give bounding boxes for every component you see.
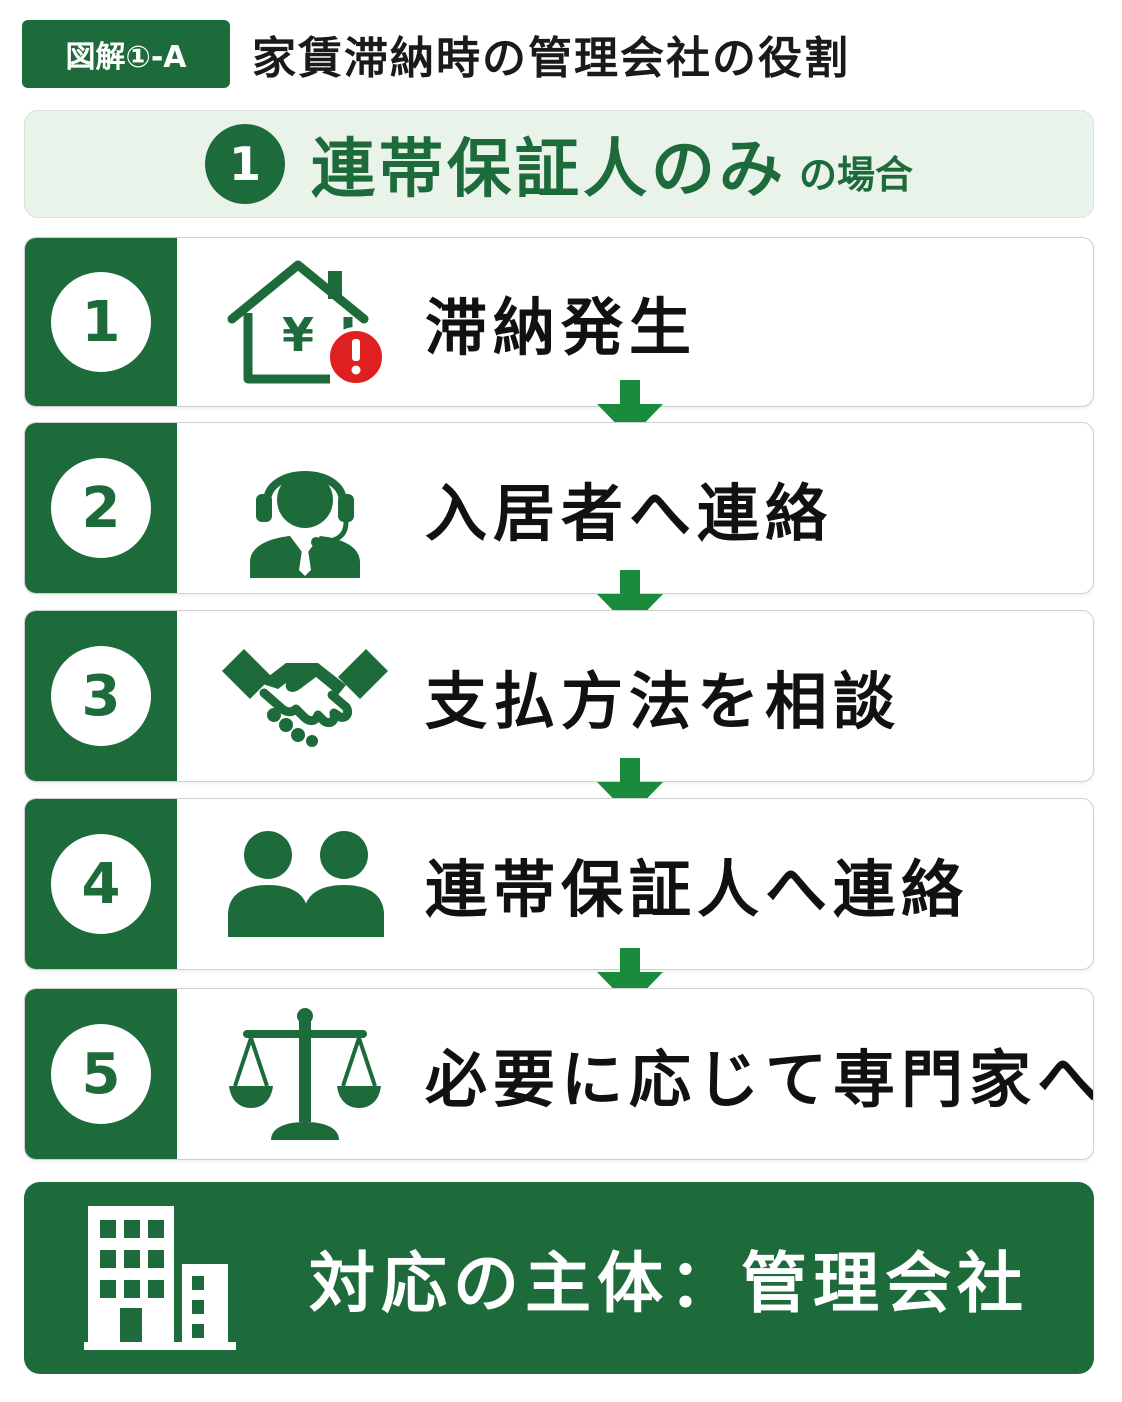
house-yen-alert-icon: ¥ [215,257,395,387]
step-5-label: 必要に応じて専門家へ [425,1043,1094,1116]
responsible-party-label: 対応の主体：管理会社 [309,1245,1029,1322]
step-2-number: 2 [51,458,151,558]
down-arrow-icon [597,380,663,438]
step-2-card: 2 入居者へ連絡 [24,422,1094,594]
step-4-card: 4 連帯保証人へ連絡 [24,798,1094,970]
step-2-label: 入居者へ連絡 [425,477,834,550]
step-5-card: 5 必要に応じて専門家へ [24,988,1094,1160]
operator-headset-icon [215,443,395,578]
step-4-number-panel: 4 [25,799,177,969]
step-4-number: 4 [51,834,151,934]
figure-badge: 図解①-A [22,20,230,88]
step-1-label: 滞納発生 [425,291,698,364]
responsible-party-banner: 対応の主体：管理会社 [24,1182,1094,1374]
step-3-number-panel: 3 [25,611,177,781]
step-3-label: 支払方法を相談 [425,665,902,738]
case-heading: 1 連帯保証人のみ の場合 [24,110,1094,218]
scales-icon [215,1008,395,1140]
case-heading-main: 連帯保証人のみ [310,133,787,207]
step-1-card: 1 ¥ 滞納発生 [24,237,1094,407]
step-2-number-panel: 2 [25,423,177,593]
step-5-number-panel: 5 [25,989,177,1159]
svg-text:¥: ¥ [282,308,314,362]
handshake-icon [215,631,395,761]
two-people-icon [215,819,395,949]
page-title: 家賃滞納時の管理会社の役割 [252,33,850,84]
case-heading-suffix: の場合 [798,152,913,197]
step-3-card: 3 支払方法を相談 [24,610,1094,782]
step-1-number: 1 [51,272,151,372]
case-number-circle: 1 [204,124,285,204]
step-4-label: 連帯保証人へ連絡 [425,853,970,926]
step-5-number: 5 [51,1024,151,1124]
building-icon [84,1202,244,1352]
step-3-number: 3 [51,646,151,746]
step-1-number-panel: 1 [25,238,177,406]
